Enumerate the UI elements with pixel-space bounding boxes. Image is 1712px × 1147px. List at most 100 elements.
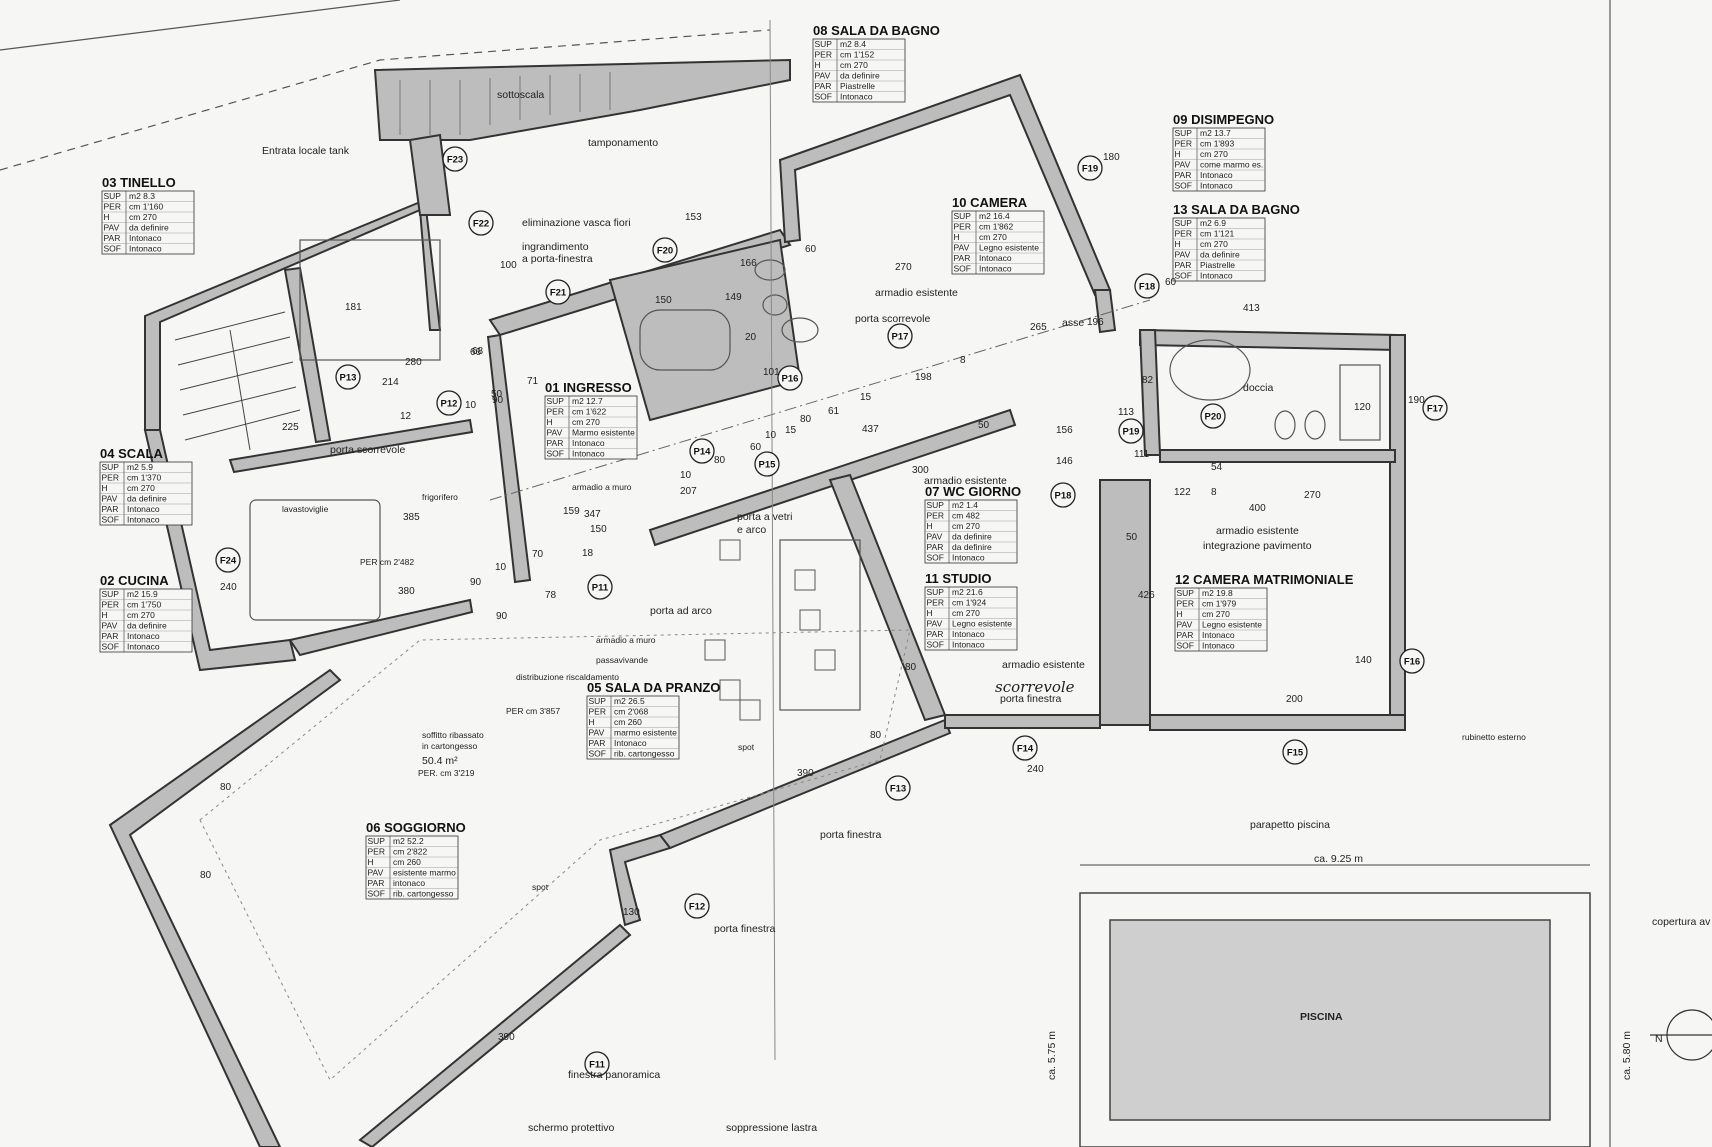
dimension-label: 82 — [1142, 375, 1154, 386]
room-value-per: cm 1'370 — [127, 473, 161, 483]
label-porta-finestra2: porta finestra — [714, 923, 775, 935]
room-field-par: PAR — [102, 504, 119, 514]
pool-surround — [1079, 892, 1591, 1147]
tag-label: F16 — [1404, 657, 1420, 668]
room-value-h: cm 270 — [1200, 149, 1228, 159]
tag-f14: F14 — [1012, 735, 1038, 761]
label-copertura: copertura av — [1652, 916, 1711, 928]
room-field-per: PER — [927, 511, 944, 521]
tag-p18: P18 — [1050, 482, 1076, 508]
fixtures — [249, 239, 1381, 711]
room-value-par: Intonaco — [127, 504, 160, 514]
room-field-sup: SUP — [547, 396, 565, 406]
room-value-h: cm 260 — [393, 857, 421, 867]
tag-label: F12 — [689, 902, 705, 913]
tag-p20: P20 — [1200, 403, 1226, 429]
room-field-per: PER — [102, 600, 119, 610]
dimension-label: 66 — [470, 347, 482, 358]
dimension-label: 10 — [465, 400, 477, 411]
room-title: 13 SALA DA BAGNO — [1173, 202, 1300, 217]
tag-label: F15 — [1287, 748, 1304, 759]
tag-label: P15 — [759, 460, 777, 471]
room-field-par: PAR — [954, 253, 971, 263]
room-value-par: Piastrelle — [1200, 260, 1235, 270]
room-field-per: PER — [589, 707, 606, 717]
tag-circle — [1077, 155, 1103, 181]
dimension-label: 10 — [680, 470, 692, 481]
tag-circle — [652, 237, 678, 263]
dimension-label: 413 — [1243, 303, 1260, 314]
room-value-sof: Intonaco — [129, 244, 162, 254]
wall-cucina-south — [288, 598, 474, 657]
room-field-per: PER — [368, 847, 385, 857]
tag-circle — [436, 390, 462, 416]
room-field-pav: PAV — [102, 494, 118, 504]
dimension-label: 61 — [828, 406, 840, 417]
site-boundary-line — [0, 29, 771, 171]
dimension-label: 140 — [1355, 655, 1372, 666]
room-field-sup: SUP — [104, 191, 122, 201]
tag-circle — [215, 547, 241, 573]
room-value-sup: m2 13.7 — [1200, 128, 1231, 138]
room-value-per: cm 1'160 — [129, 202, 163, 212]
room-title: 07 WC GIORNO — [925, 484, 1021, 499]
label-sottoscala: sottoscala — [497, 89, 544, 101]
dimension-label: 8 — [1211, 487, 1217, 498]
room-value-per: cm 1'750 — [127, 600, 161, 610]
dimension-label: 300 — [912, 465, 929, 476]
dimension-label: 200 — [1286, 694, 1303, 705]
room-value-pav: marmo esistente — [614, 728, 677, 738]
room-field-par: PAR — [547, 438, 564, 448]
room-title: 06 SOGGIORNO — [366, 820, 466, 835]
dimension-label: 437 — [862, 424, 879, 435]
dimension-label: 60 — [750, 442, 762, 453]
tag-label: F24 — [220, 556, 237, 567]
tag-f24: F24 — [215, 547, 241, 573]
room-value-per: cm 1'893 — [1200, 139, 1234, 149]
room-value-per: cm 1'121 — [1200, 229, 1234, 239]
tag-circle — [1399, 648, 1425, 674]
label-lavastoviglie: lavastoviglie — [282, 504, 329, 514]
room-field-pav: PAV — [104, 223, 120, 233]
room-field-par: PAR — [815, 81, 832, 91]
label-rubinetto: rubinetto esterno — [1462, 732, 1526, 742]
room-value-sup: m2 26.5 — [614, 696, 645, 706]
room-value-sup: m2 16.4 — [979, 211, 1010, 221]
room-field-pav: PAV — [1175, 160, 1191, 170]
dimension-label: 240 — [220, 582, 237, 593]
room-field-per: PER — [815, 50, 832, 60]
label-spot2: spot — [532, 882, 549, 892]
label-porta-finestra3: porta finestra — [1000, 693, 1061, 705]
room-field-per: PER — [927, 598, 944, 608]
room-field-sof: SOF — [1175, 181, 1192, 191]
room-field-sup: SUP — [102, 589, 120, 599]
dimension-label: 150 — [590, 524, 607, 535]
room-field-sup: SUP — [1177, 588, 1195, 598]
room-value-sup: m2 5.9 — [127, 462, 153, 472]
label-armadio-muro2: armadio a muro — [596, 635, 656, 645]
dimension-label: 270 — [1304, 490, 1321, 501]
tag-label: P14 — [694, 447, 712, 458]
dimension-label: 18 — [582, 548, 594, 559]
wall-camera-12-south — [1149, 714, 1406, 731]
room-value-par: Intonaco — [1202, 630, 1235, 640]
label-e-arco: e arco — [737, 524, 766, 536]
dimension-label: 60 — [1165, 277, 1177, 288]
room-field-sof: SOF — [954, 264, 971, 274]
room-value-sup: m2 21.6 — [952, 587, 983, 597]
tag-f22: F22 — [468, 210, 494, 236]
label-distribuzione: distribuzione riscaldamento — [516, 672, 619, 682]
room-value-par: Intonaco — [572, 438, 605, 448]
room-value-sof: Intonaco — [1202, 641, 1235, 651]
wall-soggiorno-west — [108, 668, 342, 1147]
room-value-par: Intonaco — [129, 233, 162, 243]
room-value-per: cm 482 — [952, 511, 980, 521]
site-boundary-line-top — [0, 0, 401, 51]
label-parapetto: parapetto piscina — [1250, 819, 1330, 831]
room-value-pav: da definire — [127, 621, 167, 631]
room-value-sup: m2 12.7 — [572, 396, 603, 406]
tag-label: P19 — [1123, 427, 1140, 438]
